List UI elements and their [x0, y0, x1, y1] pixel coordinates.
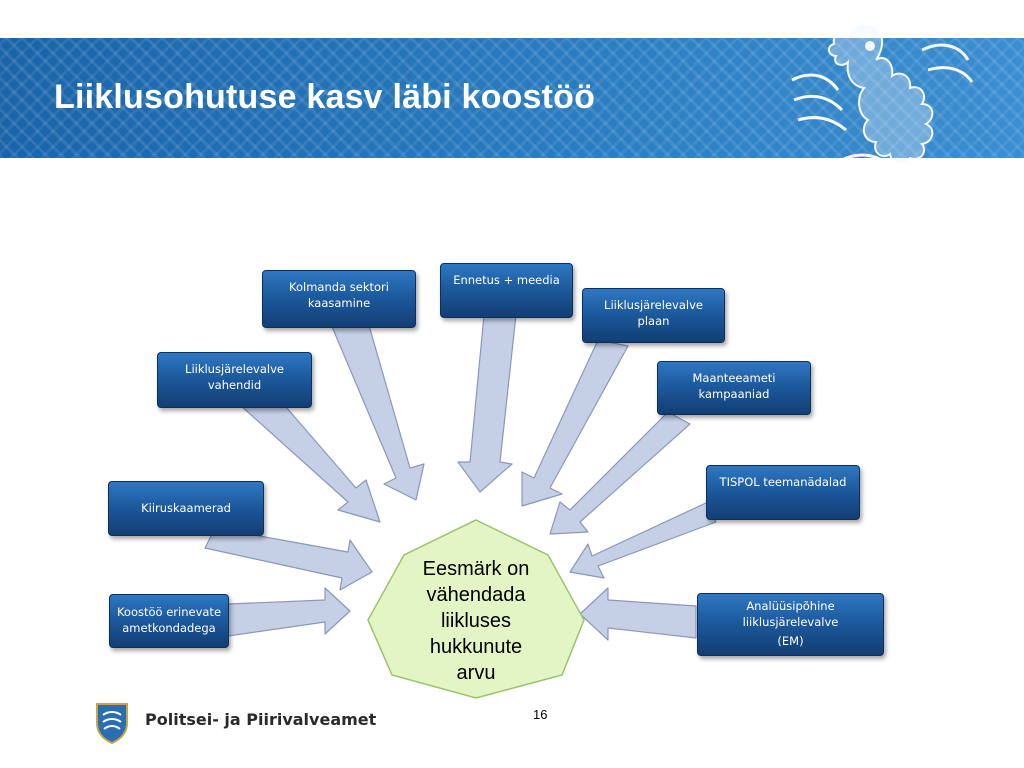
slide-title: Liiklusohutuse kasv läbi koostöö	[54, 78, 596, 116]
police-shield-logo-icon	[96, 703, 128, 745]
goal-line: arvu	[456, 662, 496, 684]
box-maanteeameti-kampaaniad: Maanteeameti kampaaniad	[657, 361, 811, 415]
box-label: Maanteeameti kampaaniad	[692, 371, 776, 401]
box-label: Analüüsipõhine	[746, 599, 835, 613]
box-kolmanda-sektori: Kolmanda sektori kaasamine	[262, 270, 416, 328]
arrow-ennetus	[457, 314, 517, 493]
page-number: 16	[533, 707, 548, 722]
arrow-kolmanda	[329, 321, 425, 501]
goal-line: vähendada	[426, 584, 526, 606]
arrow-plaan	[521, 339, 629, 507]
box-label: Koostöö erinevate ametkondadega	[116, 605, 222, 635]
goal-line: hukkunute	[429, 636, 523, 658]
box-koostoo: Koostöö erinevate ametkondadega	[109, 594, 229, 648]
box-kiiruskaamerad: Kiiruskaamerad	[108, 481, 264, 536]
box-label: TISPOL teemanädalad	[719, 475, 847, 489]
arrow-koostoo	[227, 587, 351, 637]
box-tispol: TISPOL teemanädalad	[706, 465, 860, 520]
arrow-maanteeameti	[549, 411, 691, 535]
lion-emblem-icon	[791, 22, 974, 181]
header-banner	[0, 38, 1024, 158]
box-label: Liiklusjärelevalve vahendid	[185, 362, 284, 392]
box-liiklusjarelevalve-vahendid: Liiklusjärelevalve vahendid	[157, 352, 312, 408]
box-label: liiklusjärelevalve	[742, 614, 839, 629]
box-label: Liiklusjärelevalve plaan	[604, 298, 703, 328]
goal-line: Eesmärk on	[422, 558, 530, 580]
arrow-kiiruskaamerad	[204, 527, 373, 591]
organization-name: Politsei- ja Piirivalveamet	[145, 710, 377, 729]
box-label: (EM)	[777, 634, 804, 649]
box-label: Ennetus + meedia	[453, 273, 560, 287]
goal-heptagon	[367, 519, 585, 699]
box-label: Kiiruskaamerad	[141, 500, 231, 515]
box-ennetus-meedia: Ennetus + meedia	[440, 263, 573, 318]
arrow-tispol	[569, 501, 717, 579]
arrow-vahendid	[239, 399, 381, 523]
goal-text: Eesmärk on vähendada liikluses hukkunute…	[368, 556, 584, 686]
goal-line: liikluses	[440, 610, 512, 632]
box-analuusipohine: Analüüsipõhine liiklusjärelevalve (EM)	[697, 593, 884, 656]
arrow-analuusipohine	[579, 587, 697, 641]
box-liiklusjarelevalve-plaan: Liiklusjärelevalve plaan	[582, 288, 725, 343]
box-label: Kolmanda sektori kaasamine	[289, 280, 389, 310]
